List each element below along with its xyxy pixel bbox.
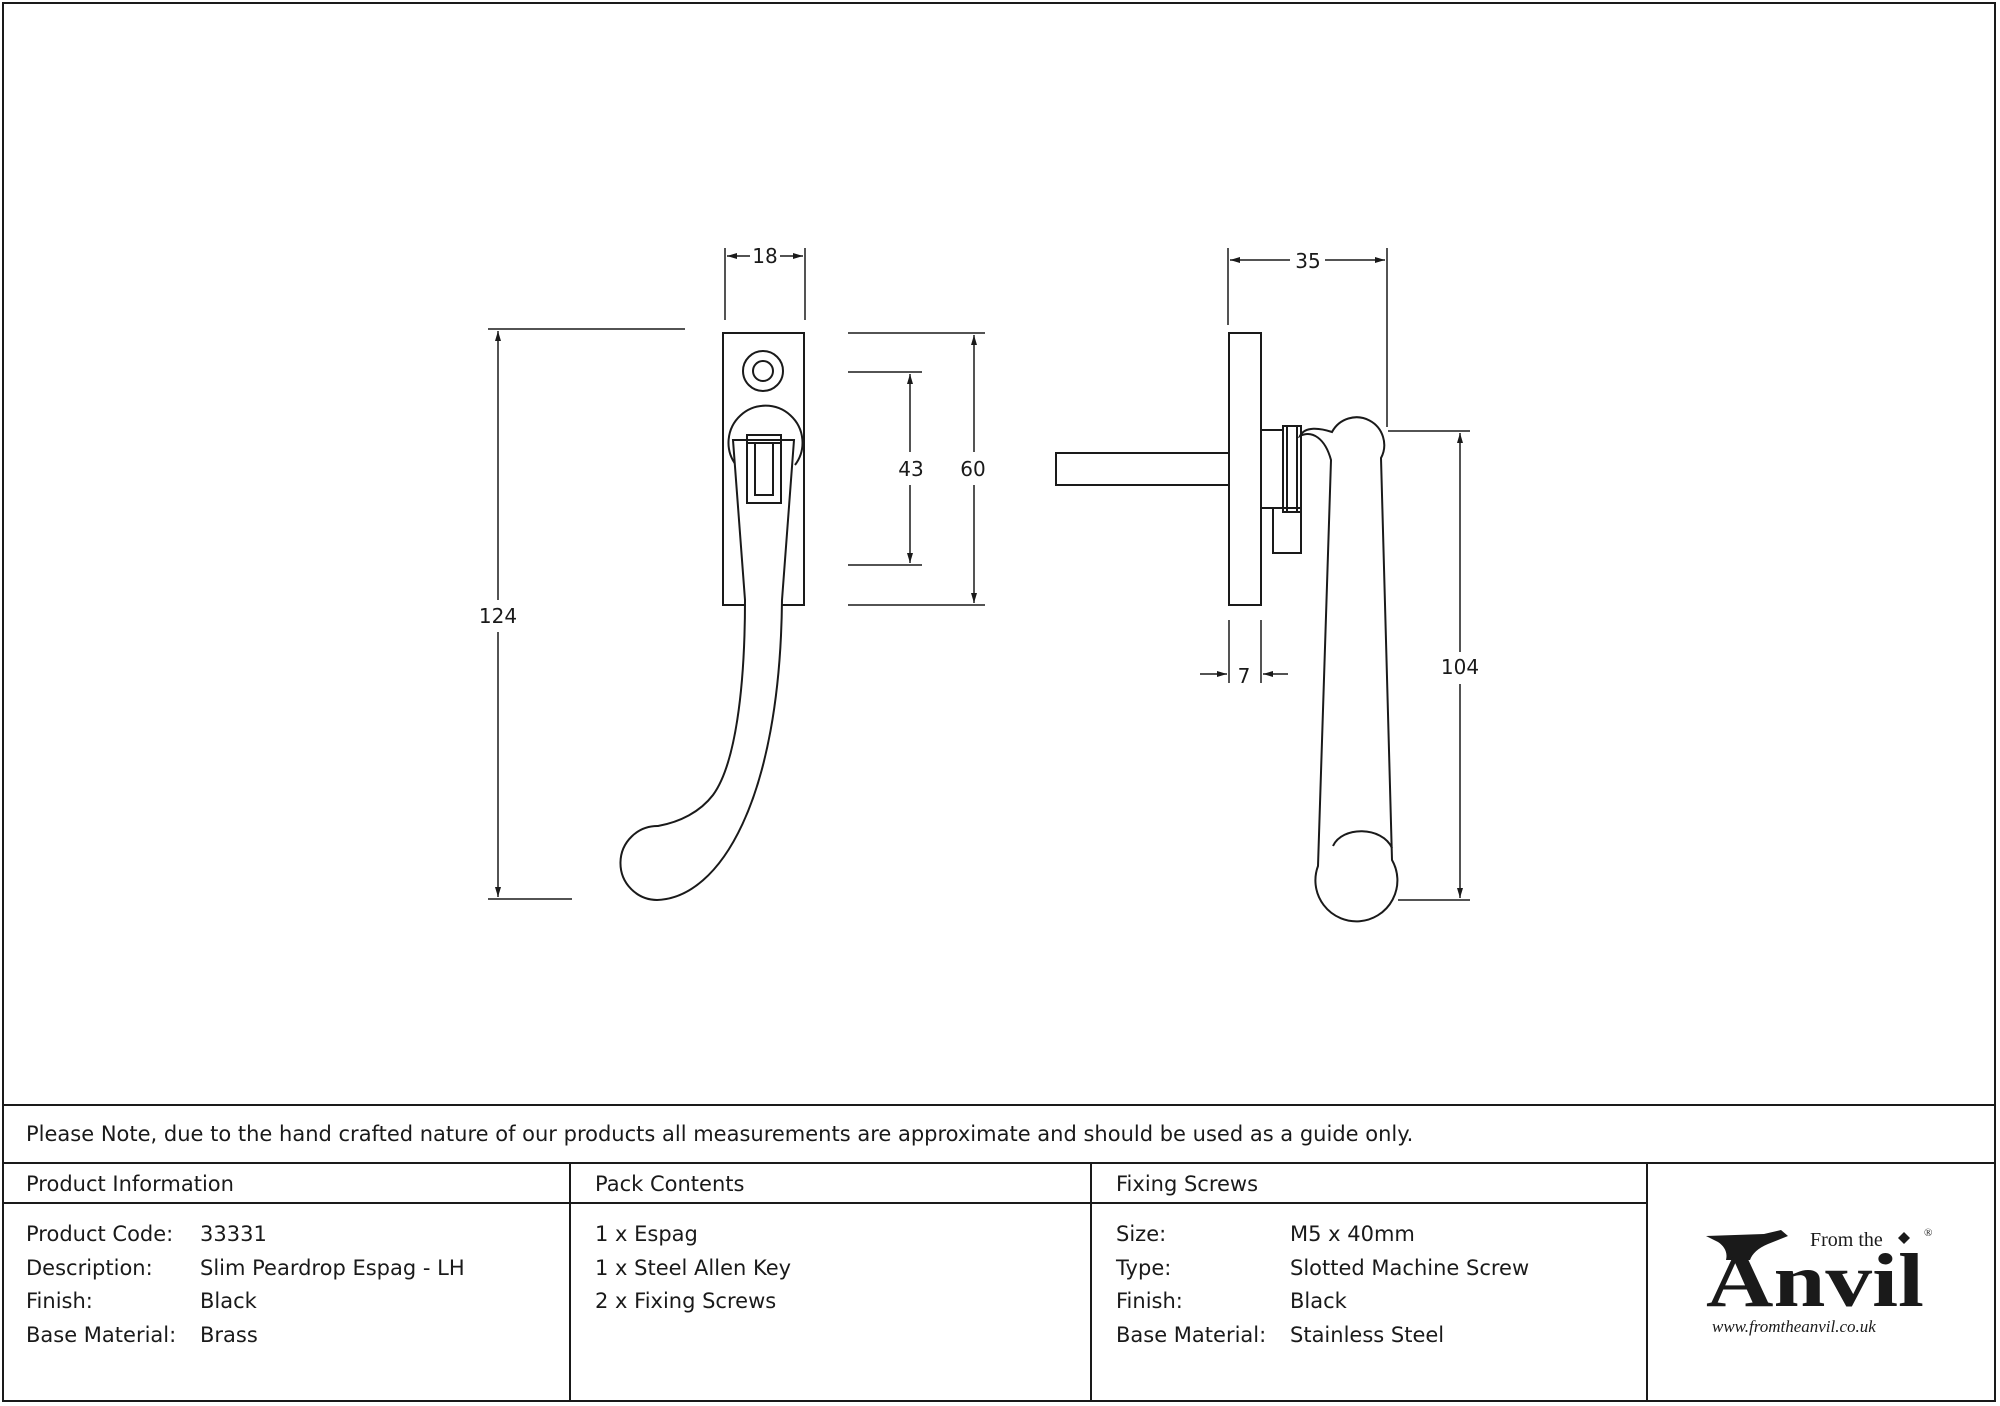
finish-label: Finish: xyxy=(26,1289,93,1313)
front-boss xyxy=(727,404,804,466)
product-code-row: Product Code: 33331 xyxy=(26,1218,570,1252)
screw-finish-value: Black xyxy=(1290,1289,1347,1313)
pack-contents-heading: Pack Contents xyxy=(571,1164,1091,1204)
dim-front-inner-height: 43 xyxy=(898,457,923,481)
screw-type-label: Type: xyxy=(1116,1255,1172,1280)
dim-side-handle-length: 104 xyxy=(1441,655,1479,679)
dim-front-width: 18 xyxy=(752,244,777,268)
pack-item: 2 x Fixing Screws xyxy=(595,1289,777,1313)
column-divider xyxy=(1646,1164,1648,1402)
screw-size-value: M5 x 40mm xyxy=(1290,1222,1415,1246)
description-value: Slim Peardrop Espag - LH xyxy=(200,1255,465,1280)
technical-drawing: 18 124 43 60 35 7 104 xyxy=(479,244,1479,923)
front-screw-hole-outer xyxy=(742,350,784,392)
screw-finish-row: Finish: Black xyxy=(1116,1285,1646,1319)
front-lever-outline xyxy=(619,439,796,902)
fixing-screws-panel: Fixing Screws Size: M5 x 40mm Type: Slot… xyxy=(1092,1164,1646,1402)
screw-type-value: Slotted Machine Screw xyxy=(1290,1255,1530,1280)
pack-contents-panel: Pack Contents 1 x Espag 1 x Steel Allen … xyxy=(571,1164,1091,1402)
front-dimension-lines xyxy=(488,248,985,900)
dim-front-total-height: 124 xyxy=(479,604,517,628)
from-the-anvil-logo: From the ® Anvil www.fromtheanvil.co.uk xyxy=(1706,1227,1932,1336)
pack-item: 1 x Steel Allen Key xyxy=(595,1255,792,1280)
screw-size-label: Size: xyxy=(1116,1222,1167,1246)
logo-from-the: From the xyxy=(1810,1229,1883,1251)
product-code-label: Product Code: xyxy=(26,1222,174,1246)
pack-item: 1 x Espag xyxy=(595,1222,698,1246)
front-screw-hole-inner xyxy=(752,360,774,382)
side-lever-thumb xyxy=(1332,830,1393,849)
fixing-screws-heading: Fixing Screws xyxy=(1092,1164,1646,1204)
screw-material-value: Stainless Steel xyxy=(1290,1322,1445,1347)
logo-brand: Anvil xyxy=(1706,1239,1924,1323)
measurement-note-text: Please Note, due to the hand crafted nat… xyxy=(26,1122,1414,1146)
logo-registered: ® xyxy=(1924,1227,1932,1239)
dim-front-plate-height: 60 xyxy=(960,457,985,481)
front-lever-slot-outer xyxy=(746,434,782,504)
base-material-value: Brass xyxy=(200,1322,258,1347)
description-row: Description: Slim Peardrop Espag - LH xyxy=(26,1252,570,1286)
product-code-value: 33331 xyxy=(200,1222,267,1246)
side-dimension-lines xyxy=(1200,248,1470,901)
side-view xyxy=(1055,332,1399,923)
screw-type-row: Type: Slotted Machine Screw xyxy=(1116,1252,1646,1286)
finish-value: Black xyxy=(200,1289,257,1313)
side-lever-outline xyxy=(1297,416,1399,923)
screw-material-row: Base Material: Stainless Steel xyxy=(1116,1319,1646,1353)
side-spindle xyxy=(1055,452,1230,486)
finish-row: Finish: Black xyxy=(26,1285,570,1319)
anvil-icon xyxy=(1706,1230,1788,1260)
diamond-icon xyxy=(1898,1232,1910,1244)
screw-material-label: Base Material: xyxy=(1116,1322,1267,1347)
dim-side-projection: 35 xyxy=(1295,249,1320,273)
product-information-panel: Product Information Product Code: 33331 … xyxy=(2,1164,570,1402)
side-collar xyxy=(1260,429,1284,509)
logo-url: www.fromtheanvil.co.uk xyxy=(1712,1317,1876,1336)
dim-side-plate-depth: 7 xyxy=(1238,664,1251,688)
screw-finish-label: Finish: xyxy=(1116,1289,1183,1313)
side-backplate xyxy=(1228,332,1262,606)
base-material-row: Base Material: Brass xyxy=(26,1319,570,1353)
measurement-note: Please Note, due to the hand crafted nat… xyxy=(2,1104,1996,1164)
product-information-heading: Product Information xyxy=(2,1164,570,1204)
side-latch-tab xyxy=(1272,507,1302,554)
description-label: Description: xyxy=(26,1255,153,1280)
column-divider xyxy=(569,1164,571,1402)
screw-size-row: Size: M5 x 40mm xyxy=(1116,1218,1646,1252)
base-material-label: Base Material: xyxy=(26,1322,177,1347)
front-view xyxy=(619,332,805,902)
column-divider xyxy=(1090,1164,1092,1402)
